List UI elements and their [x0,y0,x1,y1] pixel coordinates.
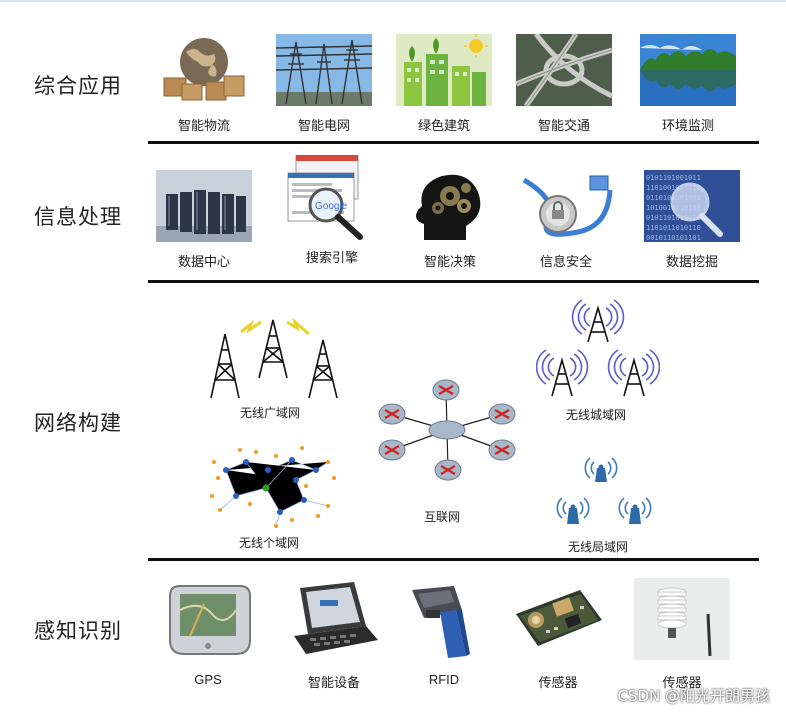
separator-3 [148,558,759,561]
item-gps: GPS [156,580,260,687]
brain-gears-icon [402,170,498,242]
pan-caption: 无线个域网 [239,536,300,550]
internet-topology-icon [372,374,522,484]
item-caption: 智能设备 [307,676,360,691]
item-caption: 智能决策 [423,255,476,270]
globe-boxes-icon [156,34,252,106]
item-smart-logistics: 智能物流 [152,34,256,134]
layer-label-application: 综合应用 [34,74,122,98]
top-border [0,0,786,2]
man-antennas-icon [536,294,660,400]
item-caption: 环境监测 [661,119,714,134]
item-weather-sensor: 传感器 [630,578,734,691]
lan-caption: 无线局域网 [568,540,629,554]
search-magnifier-icon: Google [282,155,382,243]
man-caption: 无线城域网 [566,408,627,422]
item-caption: 智能物流 [177,119,230,134]
svg-text:0101101010010: 0101101010010 [646,214,701,222]
internet-caption: 互联网 [424,510,461,524]
separator-2 [148,280,759,283]
item-caption: 数据中心 [177,255,230,270]
item-caption: GPS [194,672,222,687]
layer-label-network: 网络构建 [34,411,122,435]
wan-caption: 无线广域网 [240,406,301,420]
separator-1 [148,141,759,144]
item-smart-transport: 智能交通 [512,34,616,134]
item-smart-grid: 智能电网 [272,34,376,134]
item-caption: 智能交通 [537,119,590,134]
svg-text:1101001011010: 1101001011010 [646,184,701,192]
item-rfid: RFID [392,580,496,687]
handheld-computer-icon [286,580,382,660]
layer-label-processing: 信息处理 [34,205,122,229]
svg-text:0010110101101: 0010110101101 [646,234,701,242]
svg-text:1101011010110: 1101011010110 [646,224,701,232]
item-caption: 传感器 [538,676,578,691]
item-caption: 传感器 [662,676,702,691]
lake-landscape-icon [640,34,736,106]
weather-sensor-icon [634,578,730,660]
item-env-monitoring: 环境监测 [636,34,740,134]
item-search-engine: Google 搜索引擎 [280,155,384,266]
item-smart-device: 智能设备 [282,580,386,691]
item-data-center: 数据中心 [152,170,256,270]
svg-text:Google: Google [315,201,348,212]
pan-mesh-icon [206,440,346,530]
gps-device-icon [160,580,256,660]
item-caption: 搜索引擎 [305,251,358,266]
network-cable-lock-icon [518,170,614,242]
item-info-security: 信息安全 [514,170,618,270]
item-caption: 绿色建筑 [417,119,470,134]
item-caption: 信息安全 [539,255,592,270]
rfid-scanner-icon [396,580,492,660]
item-sensor-board: 传感器 [506,580,610,691]
lan-antennas-icon [552,454,662,530]
watermark-text: CSDN @阳光开朗男孩 [617,687,770,705]
item-caption: 数据挖掘 [665,255,718,270]
item-green-building: 绿色建筑 [392,34,496,134]
sensor-board-icon [510,580,606,660]
server-racks-icon [156,170,252,242]
item-caption: RFID [428,672,460,687]
item-caption: 智能电网 [297,119,350,134]
highway-interchange-icon [516,34,612,106]
power-substation-icon [276,34,372,106]
wan-towers-icon [205,314,345,400]
green-building-icon [396,34,492,106]
layer-label-perception: 感知识别 [34,619,122,643]
item-smart-decision: 智能决策 [398,170,502,270]
svg-text:0101101001011: 0101101001011 [646,174,701,182]
